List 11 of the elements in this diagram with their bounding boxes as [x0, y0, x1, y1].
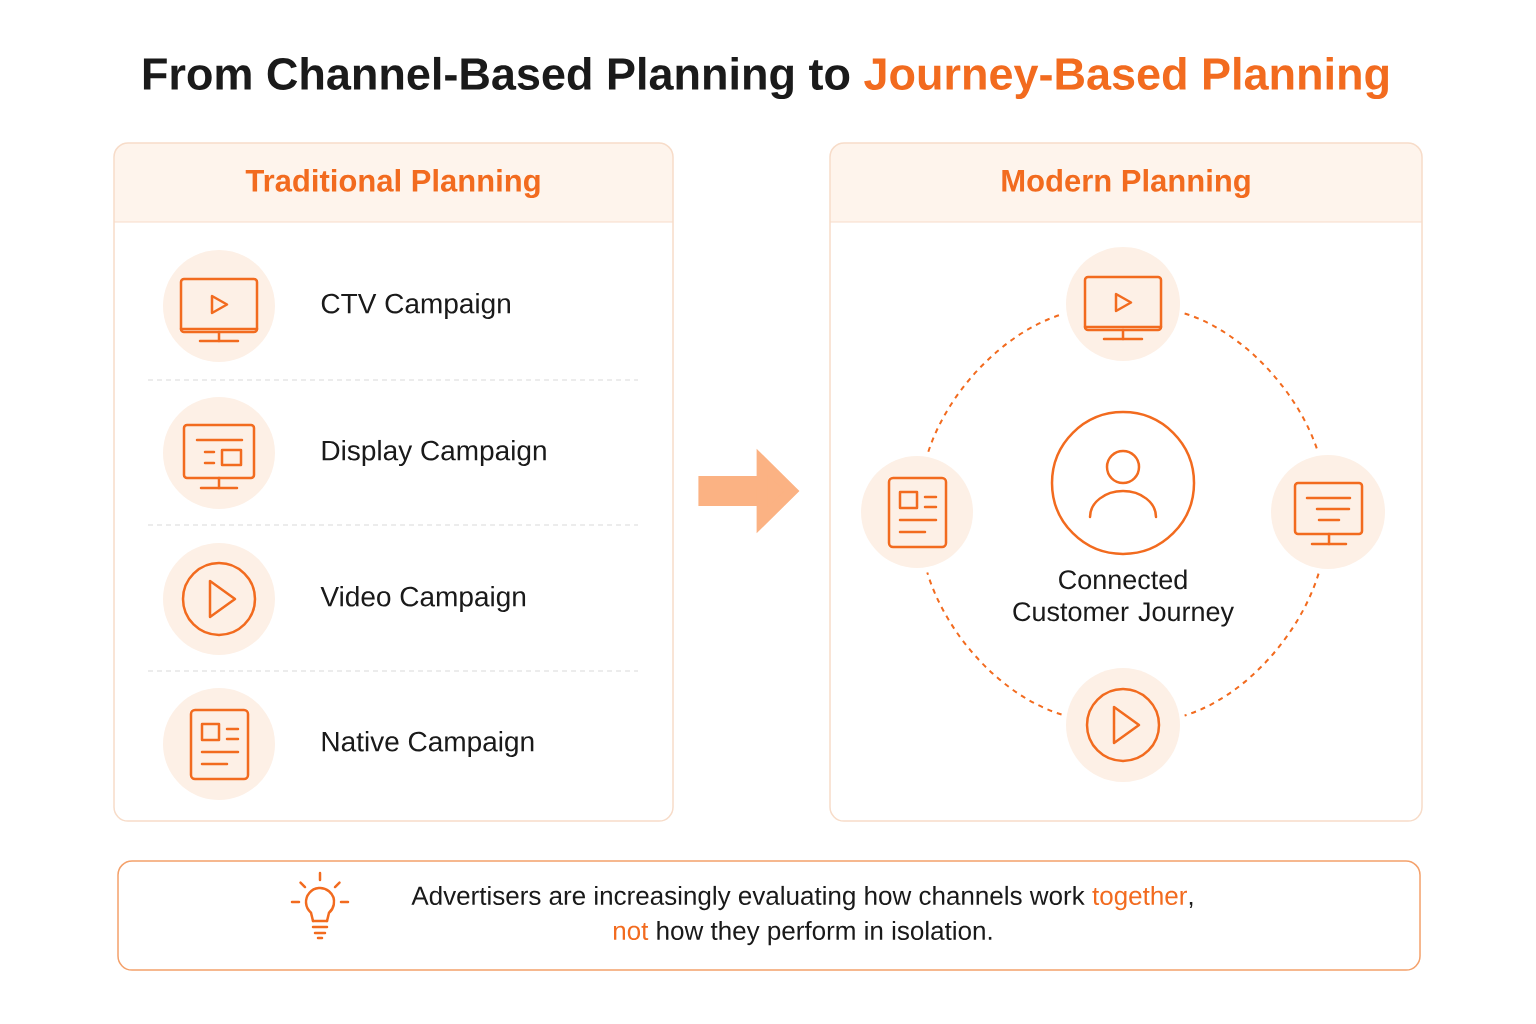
panel-heading: Traditional Planning — [245, 169, 540, 198]
node-label: Connected Customer Journey — [1013, 569, 1234, 627]
channel-label: Display Campaign — [322, 439, 546, 467]
dashed-arc — [1183, 572, 1320, 717]
dashed-arc — [926, 571, 1063, 716]
channel-label: Video Campaign — [320, 585, 526, 613]
title: From Channel-Based Planning to Journey-Based Planning — [143, 56, 1389, 100]
channel-label: CTV Campaign — [321, 292, 510, 320]
panel-heading: Modern Planning — [1002, 169, 1250, 198]
note-box: Advertisers are increasingly evaluating how channels work together, not how they perform in isolation. — [117, 860, 1421, 971]
channel-label: Native Campaign — [322, 730, 534, 758]
